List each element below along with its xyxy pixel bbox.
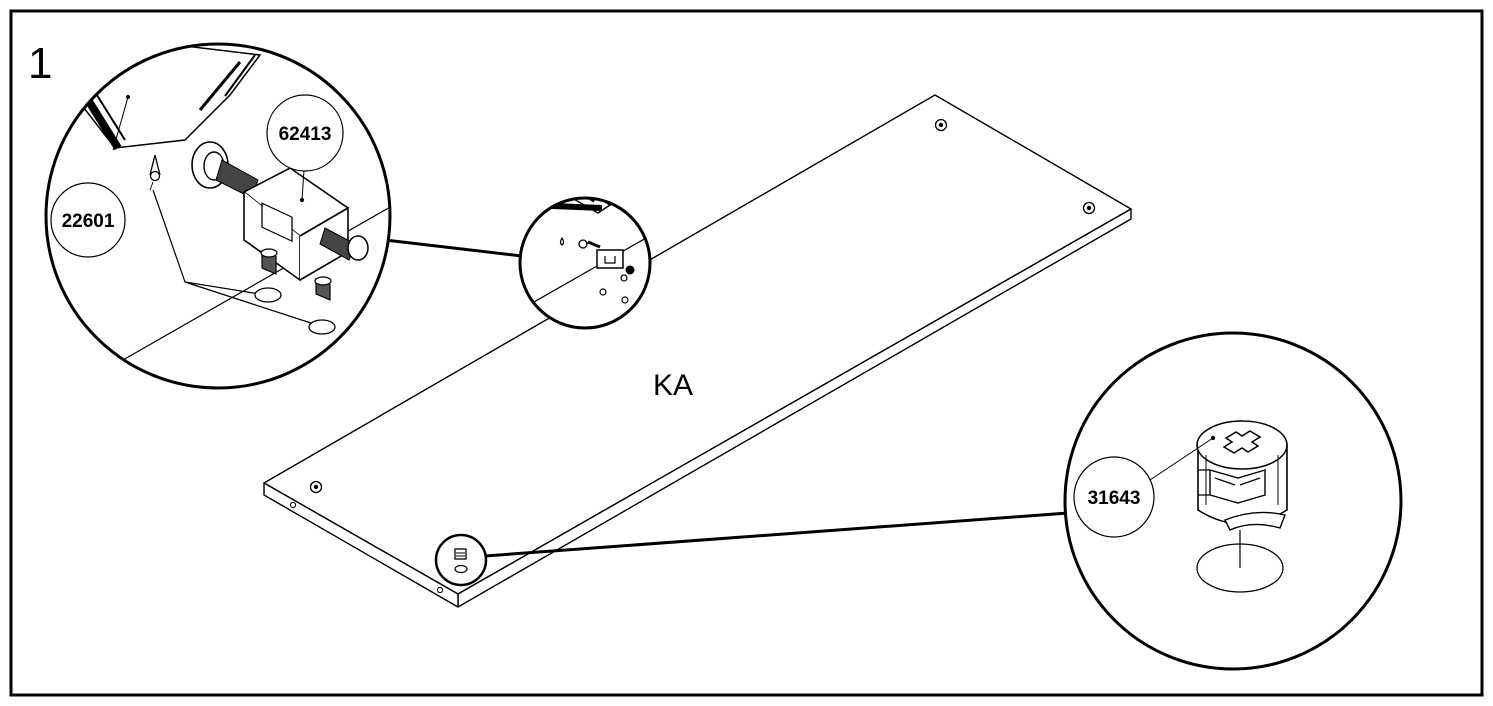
- part-number-62413: 62413: [279, 124, 332, 145]
- step-frame: [9, 9, 1484, 697]
- panel-label: KA: [653, 369, 693, 402]
- panel-ka: [263, 94, 1132, 608]
- corner-cam-hole: [309, 480, 323, 494]
- step-number: 1: [28, 39, 52, 88]
- part-label-22601: 22601: [50, 182, 126, 258]
- part-number-31643: 31643: [1088, 488, 1141, 509]
- edge-hole: [436, 586, 444, 594]
- panel-side-edge: [263, 482, 459, 608]
- callout-line-connector: [384, 238, 523, 258]
- edge-hole: [289, 501, 297, 509]
- part-label-31643: 31643: [1073, 456, 1155, 538]
- corner-cam-hole: [934, 118, 948, 132]
- corner-cam-hole: [1082, 201, 1096, 215]
- part-number-22601: 22601: [62, 211, 115, 232]
- cam-lock-detail-magnifier: [1063, 331, 1403, 671]
- callout-line-cam: [484, 511, 1069, 558]
- cam-location-marker: [434, 533, 488, 587]
- part-label-62413: 62413: [266, 94, 344, 172]
